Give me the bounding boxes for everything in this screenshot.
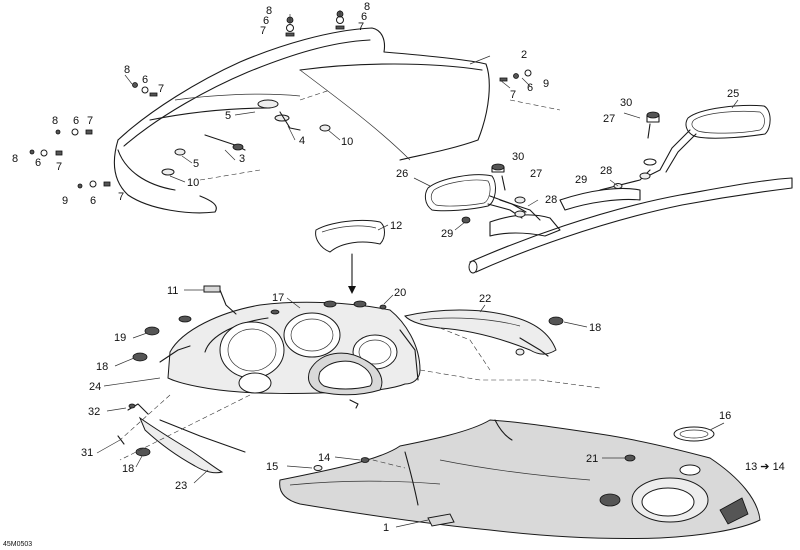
callout-label: 6	[73, 115, 79, 127]
callout-label: 6	[263, 15, 269, 27]
callout-label: 2	[521, 49, 527, 61]
callout-label: 22	[479, 293, 491, 305]
callout-label: 9	[543, 78, 549, 90]
callout-label: 4	[299, 135, 305, 147]
leader-lines	[96, 10, 739, 528]
callout-label: 16	[719, 410, 731, 422]
callout-label: 24	[89, 381, 101, 393]
callout-label: 5	[225, 110, 231, 122]
callout-label: 5	[193, 158, 199, 170]
callout-label: 7	[118, 191, 124, 203]
callout-label: 27	[530, 168, 542, 180]
callout-label: 31	[81, 447, 93, 459]
callout-label: 30	[620, 97, 632, 109]
callout-label: 19	[114, 332, 126, 344]
callout-label: 30	[512, 151, 524, 163]
left-side-panel-part	[117, 403, 246, 474]
mirror-right-part	[643, 105, 771, 176]
callout-label: 8	[12, 153, 18, 165]
assembly-guide-lines	[119, 89, 601, 469]
callout-label: 6	[361, 11, 367, 23]
callout-label: 25	[727, 88, 739, 100]
callout-label: 8	[266, 5, 272, 17]
instrument-panel-part	[132, 285, 421, 409]
handlebar-part	[468, 169, 793, 274]
callout-label: 6	[142, 74, 148, 86]
callout-label: 23	[175, 480, 187, 492]
callout-label: 13 ➔ 14	[745, 461, 785, 473]
drawing-code: 45M0503	[3, 541, 32, 548]
windshield-part	[113, 27, 490, 214]
mirror-left-part	[424, 163, 651, 224]
callout-label: 29	[575, 174, 587, 186]
right-side-panel-part	[404, 309, 564, 357]
callout-label: 8	[364, 1, 370, 13]
callout-label: 7	[510, 89, 516, 101]
callout-label: 8	[124, 64, 130, 76]
callout-label: 12	[390, 220, 402, 232]
callout-label: 7	[158, 83, 164, 95]
callout-label: 7	[87, 115, 93, 127]
callout-label: 10	[187, 177, 199, 189]
callout-label: 21	[586, 453, 598, 465]
callout-label: 20	[394, 287, 406, 299]
callout-label: 29	[441, 228, 453, 240]
callout-label: 3	[239, 153, 245, 165]
callout-label: 6	[35, 157, 41, 169]
center-trim-part	[315, 219, 385, 294]
callout-labels: 8 6 7 8 6 7 2 7 6 9 8 6 7 8 6 7 5 4 10 3…	[3, 1, 785, 548]
callout-label: 7	[260, 25, 266, 37]
callout-label: 27	[603, 113, 615, 125]
callout-label: 6	[527, 82, 533, 94]
callout-label: 7	[358, 21, 364, 33]
callout-label: 9	[62, 195, 68, 207]
callout-label: 17	[272, 292, 284, 304]
callout-label: 26	[396, 168, 408, 180]
callout-label: 1	[383, 522, 389, 534]
callout-label: 18	[589, 322, 601, 334]
callout-label: 14	[318, 452, 330, 464]
callout-label: 28	[600, 165, 612, 177]
callout-label: 6	[90, 195, 96, 207]
callout-label: 15	[266, 461, 278, 473]
callout-label: 11	[167, 285, 178, 297]
callout-label: 28	[545, 194, 557, 206]
lower-console-part	[279, 419, 761, 540]
callout-label: 10	[341, 136, 353, 148]
callout-label: 32	[88, 406, 100, 418]
windshield-hardware	[29, 10, 532, 189]
callout-label: 18	[96, 361, 108, 373]
callout-label: 8	[52, 115, 58, 127]
callout-label: 18	[122, 463, 134, 475]
callout-label: 7	[56, 161, 62, 173]
